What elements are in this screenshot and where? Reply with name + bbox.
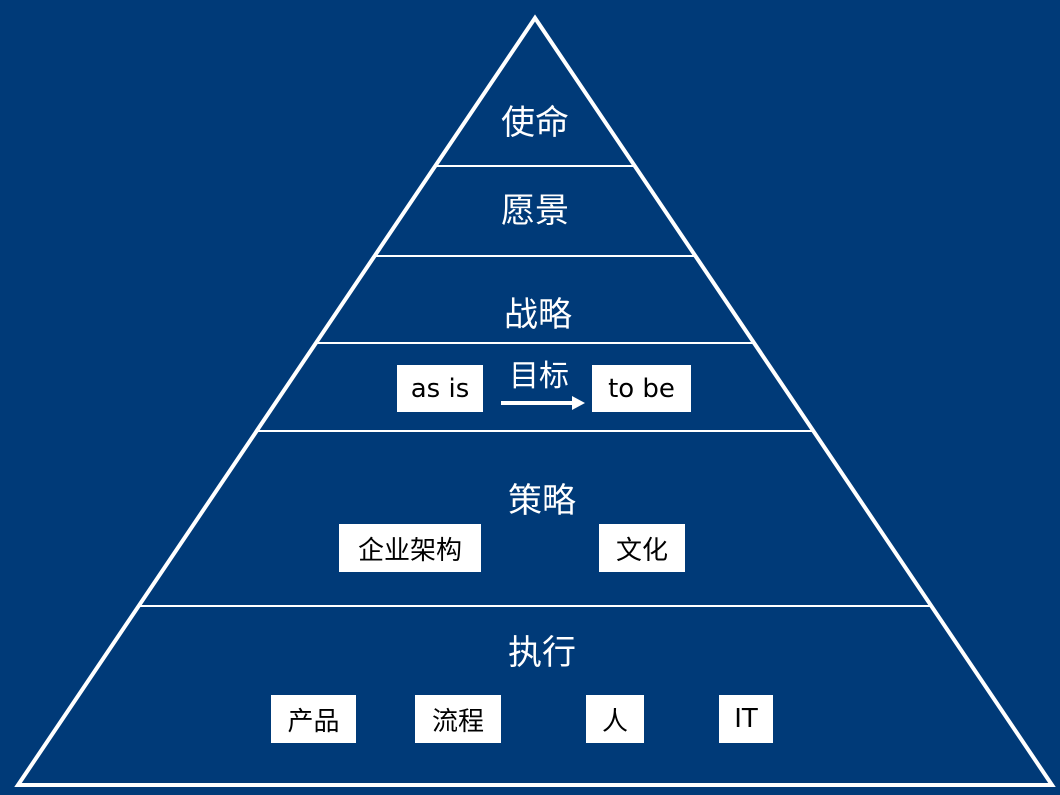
to-be-box: to be [592, 365, 691, 412]
as-is-box: as is [397, 365, 483, 412]
layer-title-vision: 愿景 [501, 191, 569, 231]
layer-title-tactics: 策略 [508, 481, 576, 521]
execution-item-it: IT [719, 695, 773, 743]
layer-title-mission: 使命 [501, 103, 569, 143]
goal-arrow-label: 目标 [509, 359, 569, 394]
execution-item-people: 人 [586, 695, 644, 743]
execution-item-product: 产品 [271, 695, 356, 743]
goal-arrow-head [572, 396, 585, 410]
layer-title-execution: 执行 [508, 633, 576, 673]
layer-title-strategy: 战略 [504, 295, 572, 335]
strategy-item-enterprise-architecture: 企业架构 [339, 524, 481, 572]
execution-item-process: 流程 [415, 695, 501, 743]
pyramid-triangle [14, 14, 1056, 787]
strategy-item-culture: 文化 [599, 524, 685, 572]
